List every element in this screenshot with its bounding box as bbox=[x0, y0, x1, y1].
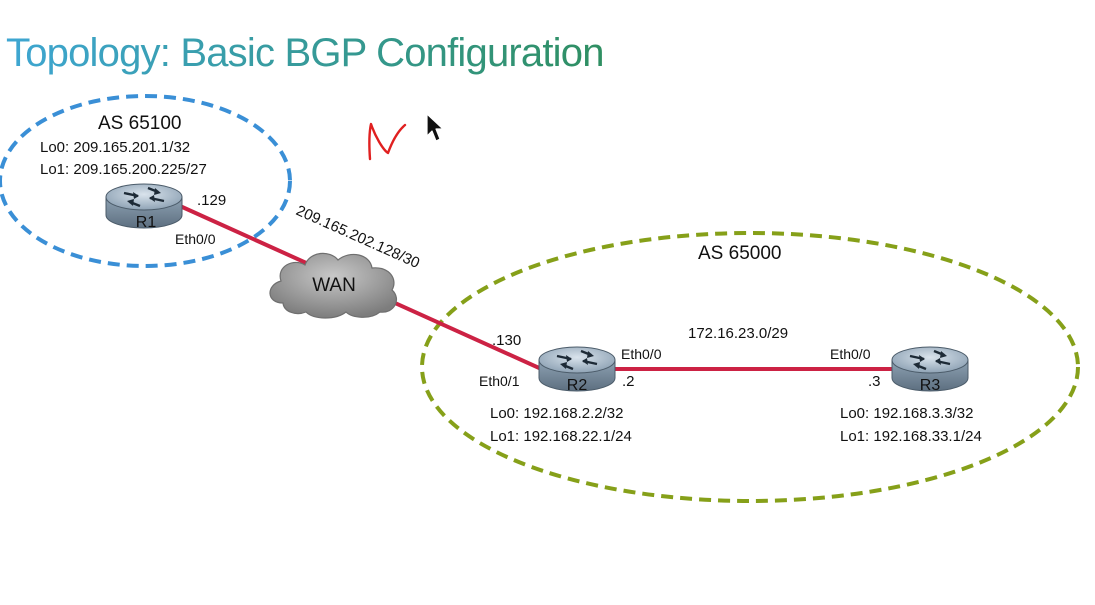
as-65100-boundary bbox=[0, 94, 292, 268]
title-text: Topology: Basic BGP Configuration bbox=[6, 31, 604, 75]
r2-lan-ip-suffix: .2 bbox=[622, 373, 635, 390]
r1-interface: Eth0/0 bbox=[175, 231, 216, 247]
annotation-scribble bbox=[368, 122, 407, 161]
r3-lo1: Lo1: 192.168.33.1/24 bbox=[840, 428, 982, 445]
r3-lo0: Lo0: 192.168.3.3/32 bbox=[840, 405, 973, 422]
mouse-pointer-icon bbox=[426, 113, 444, 142]
r1-name: R1 bbox=[136, 214, 157, 231]
as-65100-lo1: Lo1: 209.165.200.225/27 bbox=[40, 161, 207, 178]
wan-label: WAN bbox=[312, 275, 356, 296]
r2-wan-ip-suffix: .130 bbox=[492, 332, 521, 349]
r1-ip-suffix: .129 bbox=[197, 192, 226, 209]
r2-lan-interface: Eth0/0 bbox=[621, 346, 662, 362]
as-65100-lo0: Lo0: 209.165.201.1/32 bbox=[40, 139, 190, 156]
cloud-icon bbox=[269, 252, 397, 319]
r3-name: R3 bbox=[920, 377, 941, 394]
r2-name: R2 bbox=[567, 377, 588, 394]
r2-lo1: Lo1: 192.168.22.1/24 bbox=[490, 428, 632, 445]
wan-cloud: WAN bbox=[269, 252, 397, 319]
r3-interface: Eth0/0 bbox=[830, 346, 871, 362]
r3-ip-suffix: .3 bbox=[868, 373, 881, 390]
r2-wan-interface: Eth0/1 bbox=[479, 373, 520, 389]
as-65000-label: AS 65000 bbox=[698, 243, 781, 264]
router-r3[interactable]: R3 bbox=[890, 345, 970, 394]
as-65100-label: AS 65100 bbox=[98, 113, 181, 134]
as-65000-boundary bbox=[420, 231, 1080, 503]
router-r1[interactable]: R1 bbox=[104, 182, 184, 231]
router-r2[interactable]: R2 bbox=[537, 345, 617, 394]
lan-network-label: 172.16.23.0/29 bbox=[688, 325, 788, 342]
r2-lo0: Lo0: 192.168.2.2/32 bbox=[490, 405, 623, 422]
